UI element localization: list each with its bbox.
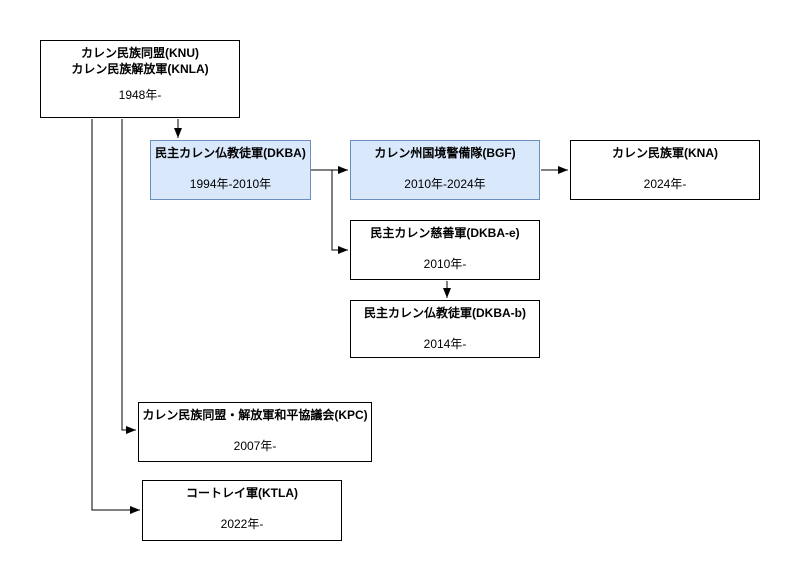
node-title: カレン民族解放軍(KNLA) xyxy=(71,62,209,76)
node-title: 民主カレン慈善軍(DKBA-e) xyxy=(370,226,520,240)
node-period: 1948年- xyxy=(118,88,162,102)
node-period: 2007年- xyxy=(233,439,277,453)
arrow-knu-to-ktla xyxy=(91,119,140,514)
node-period: 1994年-2010年 xyxy=(189,177,272,191)
node-title: カレン民族同盟(KNU) xyxy=(81,46,199,60)
node-period: 2024年- xyxy=(643,177,687,191)
node-kna: カレン民族軍(KNA) 2024年- xyxy=(570,140,760,200)
node-period: 2022年- xyxy=(220,517,264,531)
node-knu-knla: カレン民族同盟(KNU) カレン民族解放軍(KNLA) 1948年- xyxy=(40,40,240,118)
node-period: 2010年- xyxy=(423,257,467,271)
node-period: 2010年-2024年 xyxy=(404,177,486,191)
arrow-knu-to-kpc xyxy=(121,119,136,434)
node-period: 2014年- xyxy=(423,337,467,351)
node-bgf: カレン州国境警備隊(BGF) 2010年-2024年 xyxy=(350,140,540,200)
node-dkba: 民主カレン仏教徒軍(DKBA) 1994年-2010年 xyxy=(150,140,311,200)
node-ktla: コートレイ軍(KTLA) 2022年- xyxy=(142,480,342,541)
node-title: コートレイ軍(KTLA) xyxy=(186,486,298,500)
node-dkba-b: 民主カレン仏教徒軍(DKBA-b) 2014年- xyxy=(350,300,540,358)
node-kpc: カレン民族同盟・解放軍和平協議会(KPC) 2007年- xyxy=(138,402,372,462)
node-title: カレン州国境警備隊(BGF) xyxy=(374,146,516,160)
node-dkba-e: 民主カレン慈善軍(DKBA-e) 2010年- xyxy=(350,220,540,280)
arrow-dkba-to-dkba-e xyxy=(331,170,348,254)
node-title: カレン民族軍(KNA) xyxy=(612,146,718,160)
node-title: 民主カレン仏教徒軍(DKBA-b) xyxy=(364,306,526,320)
node-title: カレン民族同盟・解放軍和平協議会(KPC) xyxy=(142,408,368,422)
node-title: 民主カレン仏教徒軍(DKBA) xyxy=(155,146,306,160)
